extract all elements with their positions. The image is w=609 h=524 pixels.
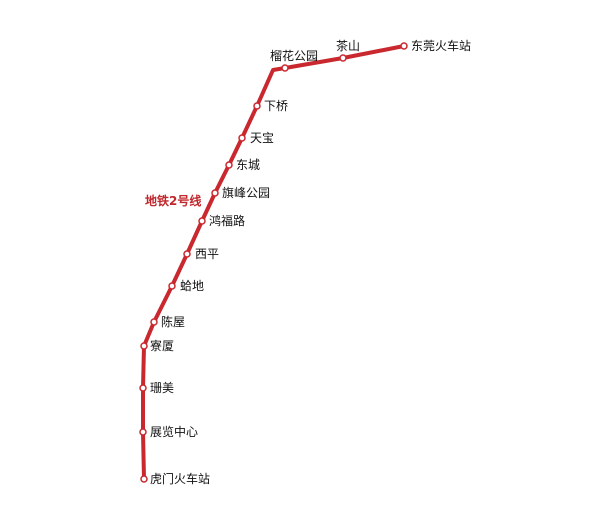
- station-label: 东城: [236, 158, 260, 172]
- station-marker-icon[interactable]: [253, 102, 261, 110]
- station-label: 榴花公园: [270, 48, 318, 63]
- metro-line-2-track: [141, 44, 406, 481]
- station-marker-icon[interactable]: [225, 161, 233, 169]
- stations-group: 东莞火车站 茶山榴花公园下桥天宝东城旗峰公园鸿福路西平蛤地陈屋寮厦珊美展览中心虎门…: [139, 38, 471, 486]
- station-label: 虎门火车站: [150, 471, 210, 486]
- station-label: 天宝: [250, 131, 274, 145]
- station-label: 东莞火车站: [411, 38, 471, 53]
- station[interactable]: 珊美: [139, 381, 174, 395]
- station-label: 旗峰公园: [222, 185, 270, 200]
- station-marker-icon[interactable]: [211, 189, 219, 197]
- station-marker-icon[interactable]: [238, 134, 246, 142]
- line-name-label: 地铁2号线: [145, 193, 201, 208]
- station-label: 西平: [195, 247, 219, 261]
- station-marker-icon[interactable]: [168, 282, 176, 290]
- station[interactable]: 陈屋: [150, 314, 185, 329]
- station[interactable]: 天宝: [238, 131, 274, 145]
- station[interactable]: 茶山: [336, 38, 360, 62]
- station-marker-icon[interactable]: [281, 64, 289, 72]
- station[interactable]: 旗峰公园: [211, 185, 270, 200]
- station-marker-icon[interactable]: [150, 318, 158, 326]
- station[interactable]: 东城: [225, 158, 260, 172]
- station-label: 鸿福路: [209, 213, 245, 228]
- station[interactable]: 榴花公园: [270, 48, 318, 72]
- station[interactable]: 下桥: [253, 99, 288, 113]
- station-marker-icon[interactable]: [140, 342, 148, 350]
- station-label: 茶山: [336, 38, 360, 53]
- station-label: 寮厦: [150, 338, 174, 353]
- station[interactable]: 蛤地: [168, 279, 204, 293]
- station-marker-icon[interactable]: [198, 217, 206, 225]
- station-marker-icon[interactable]: [139, 384, 147, 392]
- station-label: 陈屋: [161, 314, 185, 329]
- station-label: 蛤地: [180, 279, 204, 293]
- station-marker-icon[interactable]: [140, 475, 148, 483]
- station[interactable]: 鸿福路: [198, 213, 245, 228]
- station-marker-icon[interactable]: [139, 428, 147, 436]
- station[interactable]: 西平: [183, 247, 219, 261]
- station-marker-icon[interactable]: [400, 42, 408, 50]
- station[interactable]: 虎门火车站: [140, 471, 210, 486]
- station[interactable]: 寮厦: [140, 338, 174, 353]
- station-marker-icon[interactable]: [183, 250, 191, 258]
- station-marker-icon[interactable]: [339, 54, 347, 62]
- station-label: 下桥: [264, 99, 288, 113]
- station[interactable]: 展览中心: [139, 424, 198, 439]
- station-label: 展览中心: [150, 424, 198, 439]
- station[interactable]: 东莞火车站: [400, 38, 471, 53]
- station-label: 珊美: [150, 381, 174, 395]
